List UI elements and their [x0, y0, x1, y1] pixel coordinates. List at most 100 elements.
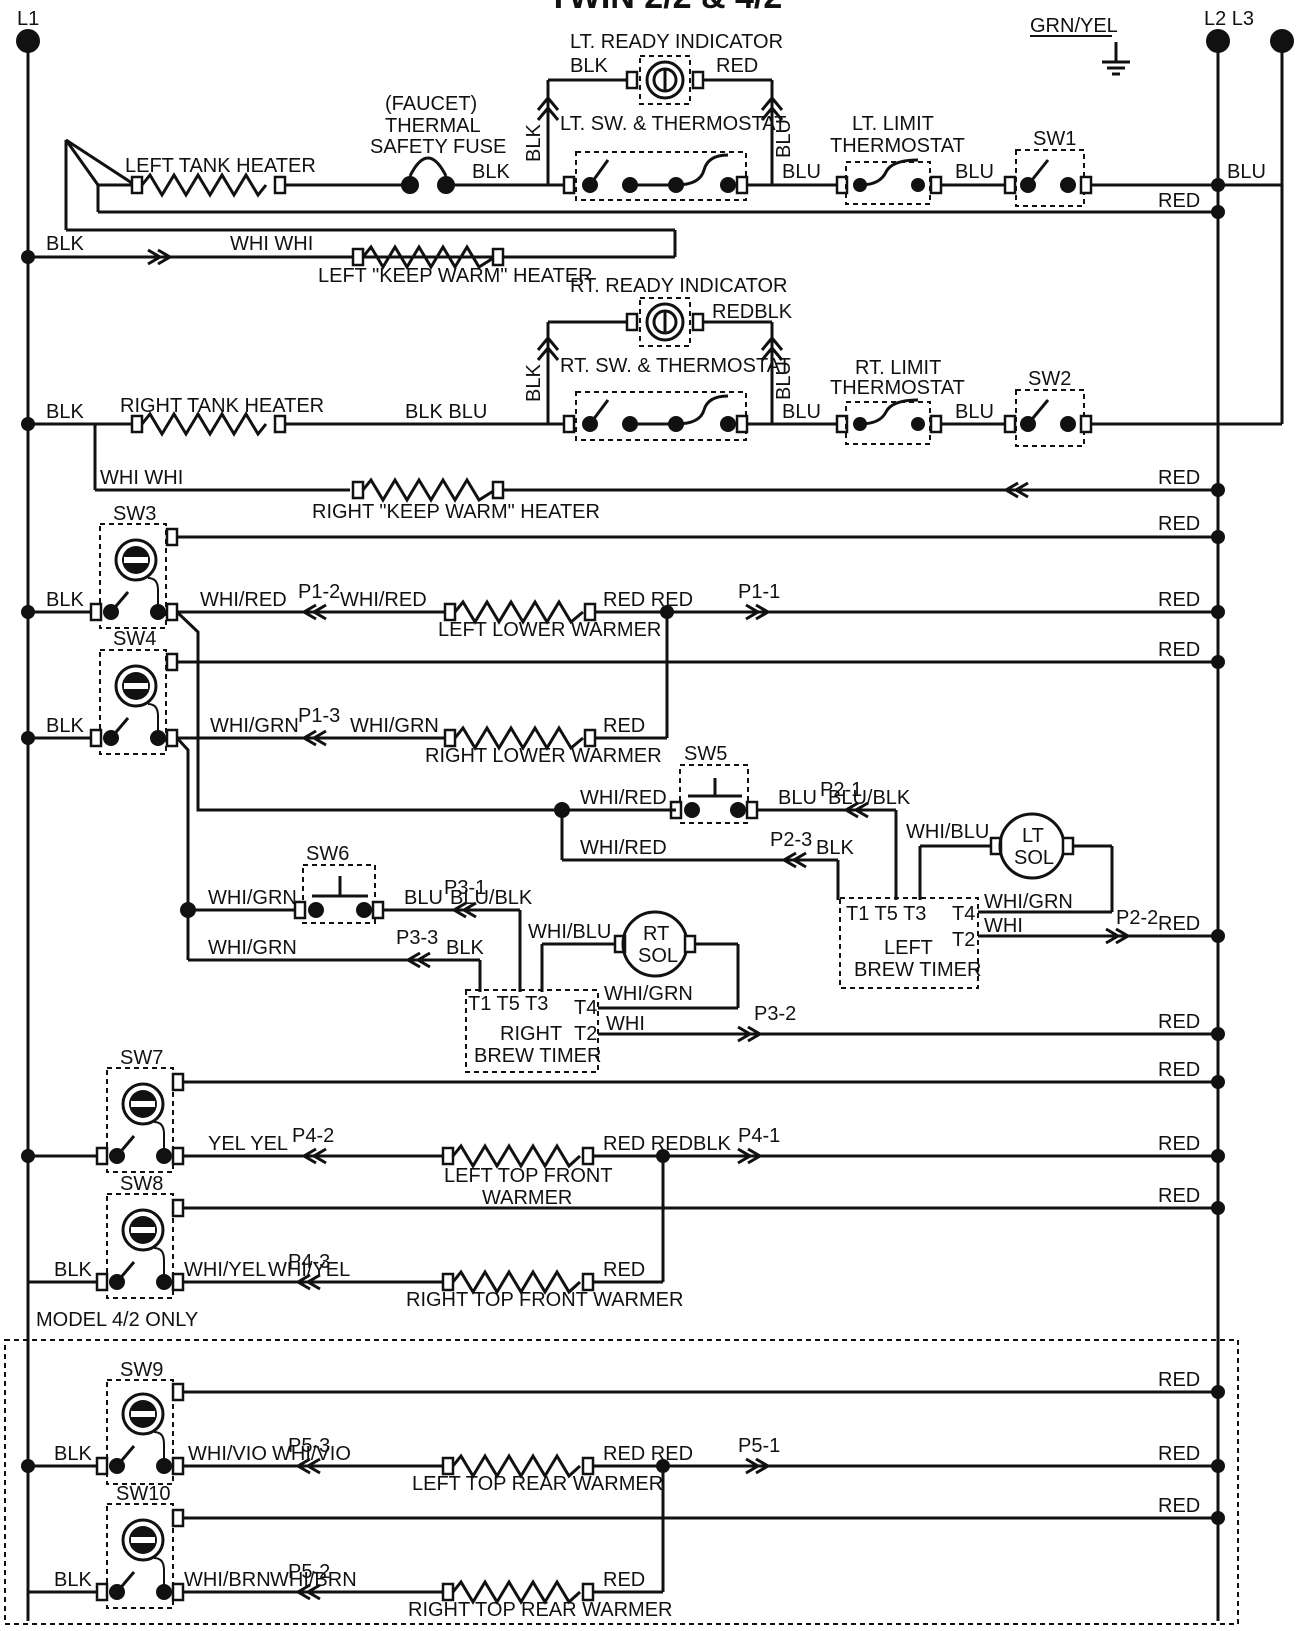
wire-blk-sw3: BLK	[46, 589, 84, 611]
right-tank-heater-label: RIGHT TANK HEATER	[120, 395, 324, 417]
sw5-label: SW5	[684, 743, 727, 765]
rt-limit-label-1: RT. LIMIT	[855, 357, 941, 379]
wire-blu-lt1: BLU	[782, 161, 821, 183]
p3-3-label: P3-3	[396, 927, 438, 949]
wire-whired-p23: WHI/RED	[580, 837, 667, 859]
left-brew-t4: T4	[952, 903, 975, 925]
sw6-label: SW6	[306, 843, 349, 865]
left-tank-circuit: (FAUCET) THERMAL SAFETY FUSE LEFT TANK H…	[21, 31, 1282, 287]
p5-2-label: P5-2	[288, 1561, 330, 1583]
diagram-title: TWIN 2/2 & 4/2	[548, 0, 782, 16]
wire-red-sw8-top: RED	[1158, 1185, 1200, 1207]
wire-whired-sw5: WHI/RED	[580, 787, 667, 809]
left-lower-warmer-label: LEFT LOWER WARMER	[438, 619, 661, 641]
model-4-2-section: SW9 SW10	[4, 1339, 1239, 1625]
wire-red-sw7-top: RED	[1158, 1059, 1200, 1081]
wire-red-lt2: RED	[1158, 190, 1200, 212]
faucet-label-2: THERMAL	[385, 115, 481, 137]
wire-blk-lt3: BLK	[46, 233, 84, 255]
p1-2-label: P1-2	[298, 581, 340, 603]
wire-blu-sw6: BLU	[404, 887, 443, 909]
right-brew-t2: T2	[574, 1023, 597, 1045]
wire-blk-vert-lt: BLK	[523, 124, 545, 162]
p2-3-label: P2-3	[770, 829, 812, 851]
wire-red-sw10-top: RED	[1158, 1495, 1200, 1517]
wire-blublk-sw6: BLU/BLK	[450, 887, 533, 909]
top-front-warmers-circuit: SW7 SW8	[21, 1047, 1225, 1331]
wire-whi-lt: WHI	[984, 915, 1023, 937]
wire-whivio-sw9b: WHI/VIO	[272, 1443, 351, 1465]
lt-limit-label-1: LT. LIMIT	[852, 113, 934, 135]
wire-blu-vert-rt: BLU	[773, 361, 795, 400]
wire-blu-sw5: BLU	[778, 787, 817, 809]
wire-whibrn-sw10b: WHI/BRN	[270, 1569, 357, 1591]
l1-label: L1	[17, 8, 39, 30]
p4-1-label: P4-1	[738, 1125, 780, 1147]
wire-whiyel-sw8a: WHI/YEL	[184, 1259, 266, 1281]
wire-blk-lt1: BLK	[570, 55, 608, 77]
p1-3-label: P1-3	[298, 705, 340, 727]
lt-sw-thermostat-label: LT. SW. & THERMOSTAT	[560, 113, 786, 135]
wire-red-rt: RED	[1158, 467, 1200, 489]
right-top-front-label: RIGHT TOP FRONT WARMER	[406, 1289, 683, 1311]
wire-blk-lt2: BLK	[472, 161, 510, 183]
wire-whigrn-sw4a: WHI/GRN	[210, 715, 299, 737]
rt-ready-indicator-label: RT. READY INDICATOR	[570, 275, 787, 297]
right-brew-t4: T4	[574, 997, 597, 1019]
p2-2-label: P2-2	[1116, 907, 1158, 929]
right-tank-circuit: RT. READY INDICATOR REDBLK RT. SW. & THE…	[21, 275, 1282, 523]
wire-blu-lt2: BLU	[955, 161, 994, 183]
lt-sol-label-1: LT	[1022, 825, 1044, 847]
wire-whiwhi-rt: WHI WHI	[100, 467, 183, 489]
wire-whiblu-rt: WHI/BLU	[528, 921, 611, 943]
wire-blk-sw4: BLK	[46, 715, 84, 737]
left-brew-terminals: T1 T5 T3	[846, 903, 926, 925]
wire-blk-sw10: BLK	[54, 1569, 92, 1591]
wire-red-sw4-top: RED	[1158, 639, 1200, 661]
wire-blk-rt1: BLK	[46, 401, 84, 423]
p5-1-label: P5-1	[738, 1435, 780, 1457]
wire-blk-sw9: BLK	[54, 1443, 92, 1465]
left-tank-heater-label: LEFT TANK HEATER	[125, 155, 316, 177]
wire-whired-sw3b: WHI/RED	[340, 589, 427, 611]
wire-blk-p23: BLK	[816, 837, 854, 859]
wire-blkblu-rt: BLK BLU	[405, 401, 487, 423]
wire-blu-vert-lt: BLU	[773, 119, 795, 158]
wire-red-p22: RED	[1158, 913, 1200, 935]
lt-ready-indicator-label: LT. READY INDICATOR	[570, 31, 783, 53]
sw10-label: SW10	[116, 1483, 170, 1505]
wire-whigrn-rt: WHI/GRN	[604, 983, 693, 1005]
wire-blk-p33: BLK	[446, 937, 484, 959]
lower-warmers-circuit: SW3 SW4	[21, 503, 1225, 910]
left-top-front-label-2: WARMER	[482, 1187, 572, 1209]
wire-red-sw9-top: RED	[1158, 1369, 1200, 1391]
right-lower-warmer-label: RIGHT LOWER WARMER	[425, 745, 662, 767]
sw7-label: SW7	[120, 1047, 163, 1069]
left-top-front-label-1: LEFT TOP FRONT	[444, 1165, 613, 1187]
ground-label: GRN/YEL	[1030, 15, 1118, 37]
p4-2-label: P4-2	[292, 1125, 334, 1147]
sw9-label: SW9	[120, 1359, 163, 1381]
left-keep-warm-label: LEFT "KEEP WARM" HEATER	[318, 265, 593, 287]
wire-whi-rt: WHI	[606, 1013, 645, 1035]
lt-limit-label-2: THERMOSTAT	[830, 135, 965, 157]
lt-sol-label-2: SOL	[1014, 847, 1054, 869]
wire-red-lt1: RED	[716, 55, 758, 77]
left-top-rear-label: LEFT TOP REAR WARMER	[412, 1473, 663, 1495]
wire-red-p32: RED	[1158, 1011, 1200, 1033]
right-brew-label-1: RIGHT	[500, 1023, 562, 1045]
wire-whivio-sw9a: WHI/VIO	[188, 1443, 267, 1465]
sw8-label: SW8	[120, 1173, 163, 1195]
wire-whiyel-sw8b: WHI/YEL	[268, 1259, 350, 1281]
p1-1-label: P1-1	[738, 581, 780, 603]
wire-whigrn-sw6a: WHI/GRN	[208, 887, 297, 909]
brew-timers-circuit: SW5 LT SOL T1 T5 T3 T4	[180, 743, 1225, 1073]
wire-whired-sw3a: WHI/RED	[200, 589, 287, 611]
model-note: MODEL 4/2 ONLY	[36, 1309, 198, 1331]
wire-blk-sw8: BLK	[54, 1259, 92, 1281]
faucet-label-1: (FAUCET)	[385, 93, 477, 115]
wire-whigrn-sw4b: WHI/GRN	[350, 715, 439, 737]
wire-blu-rt1: BLU	[782, 401, 821, 423]
wire-yelyel-sw7: YEL YEL	[208, 1133, 288, 1155]
